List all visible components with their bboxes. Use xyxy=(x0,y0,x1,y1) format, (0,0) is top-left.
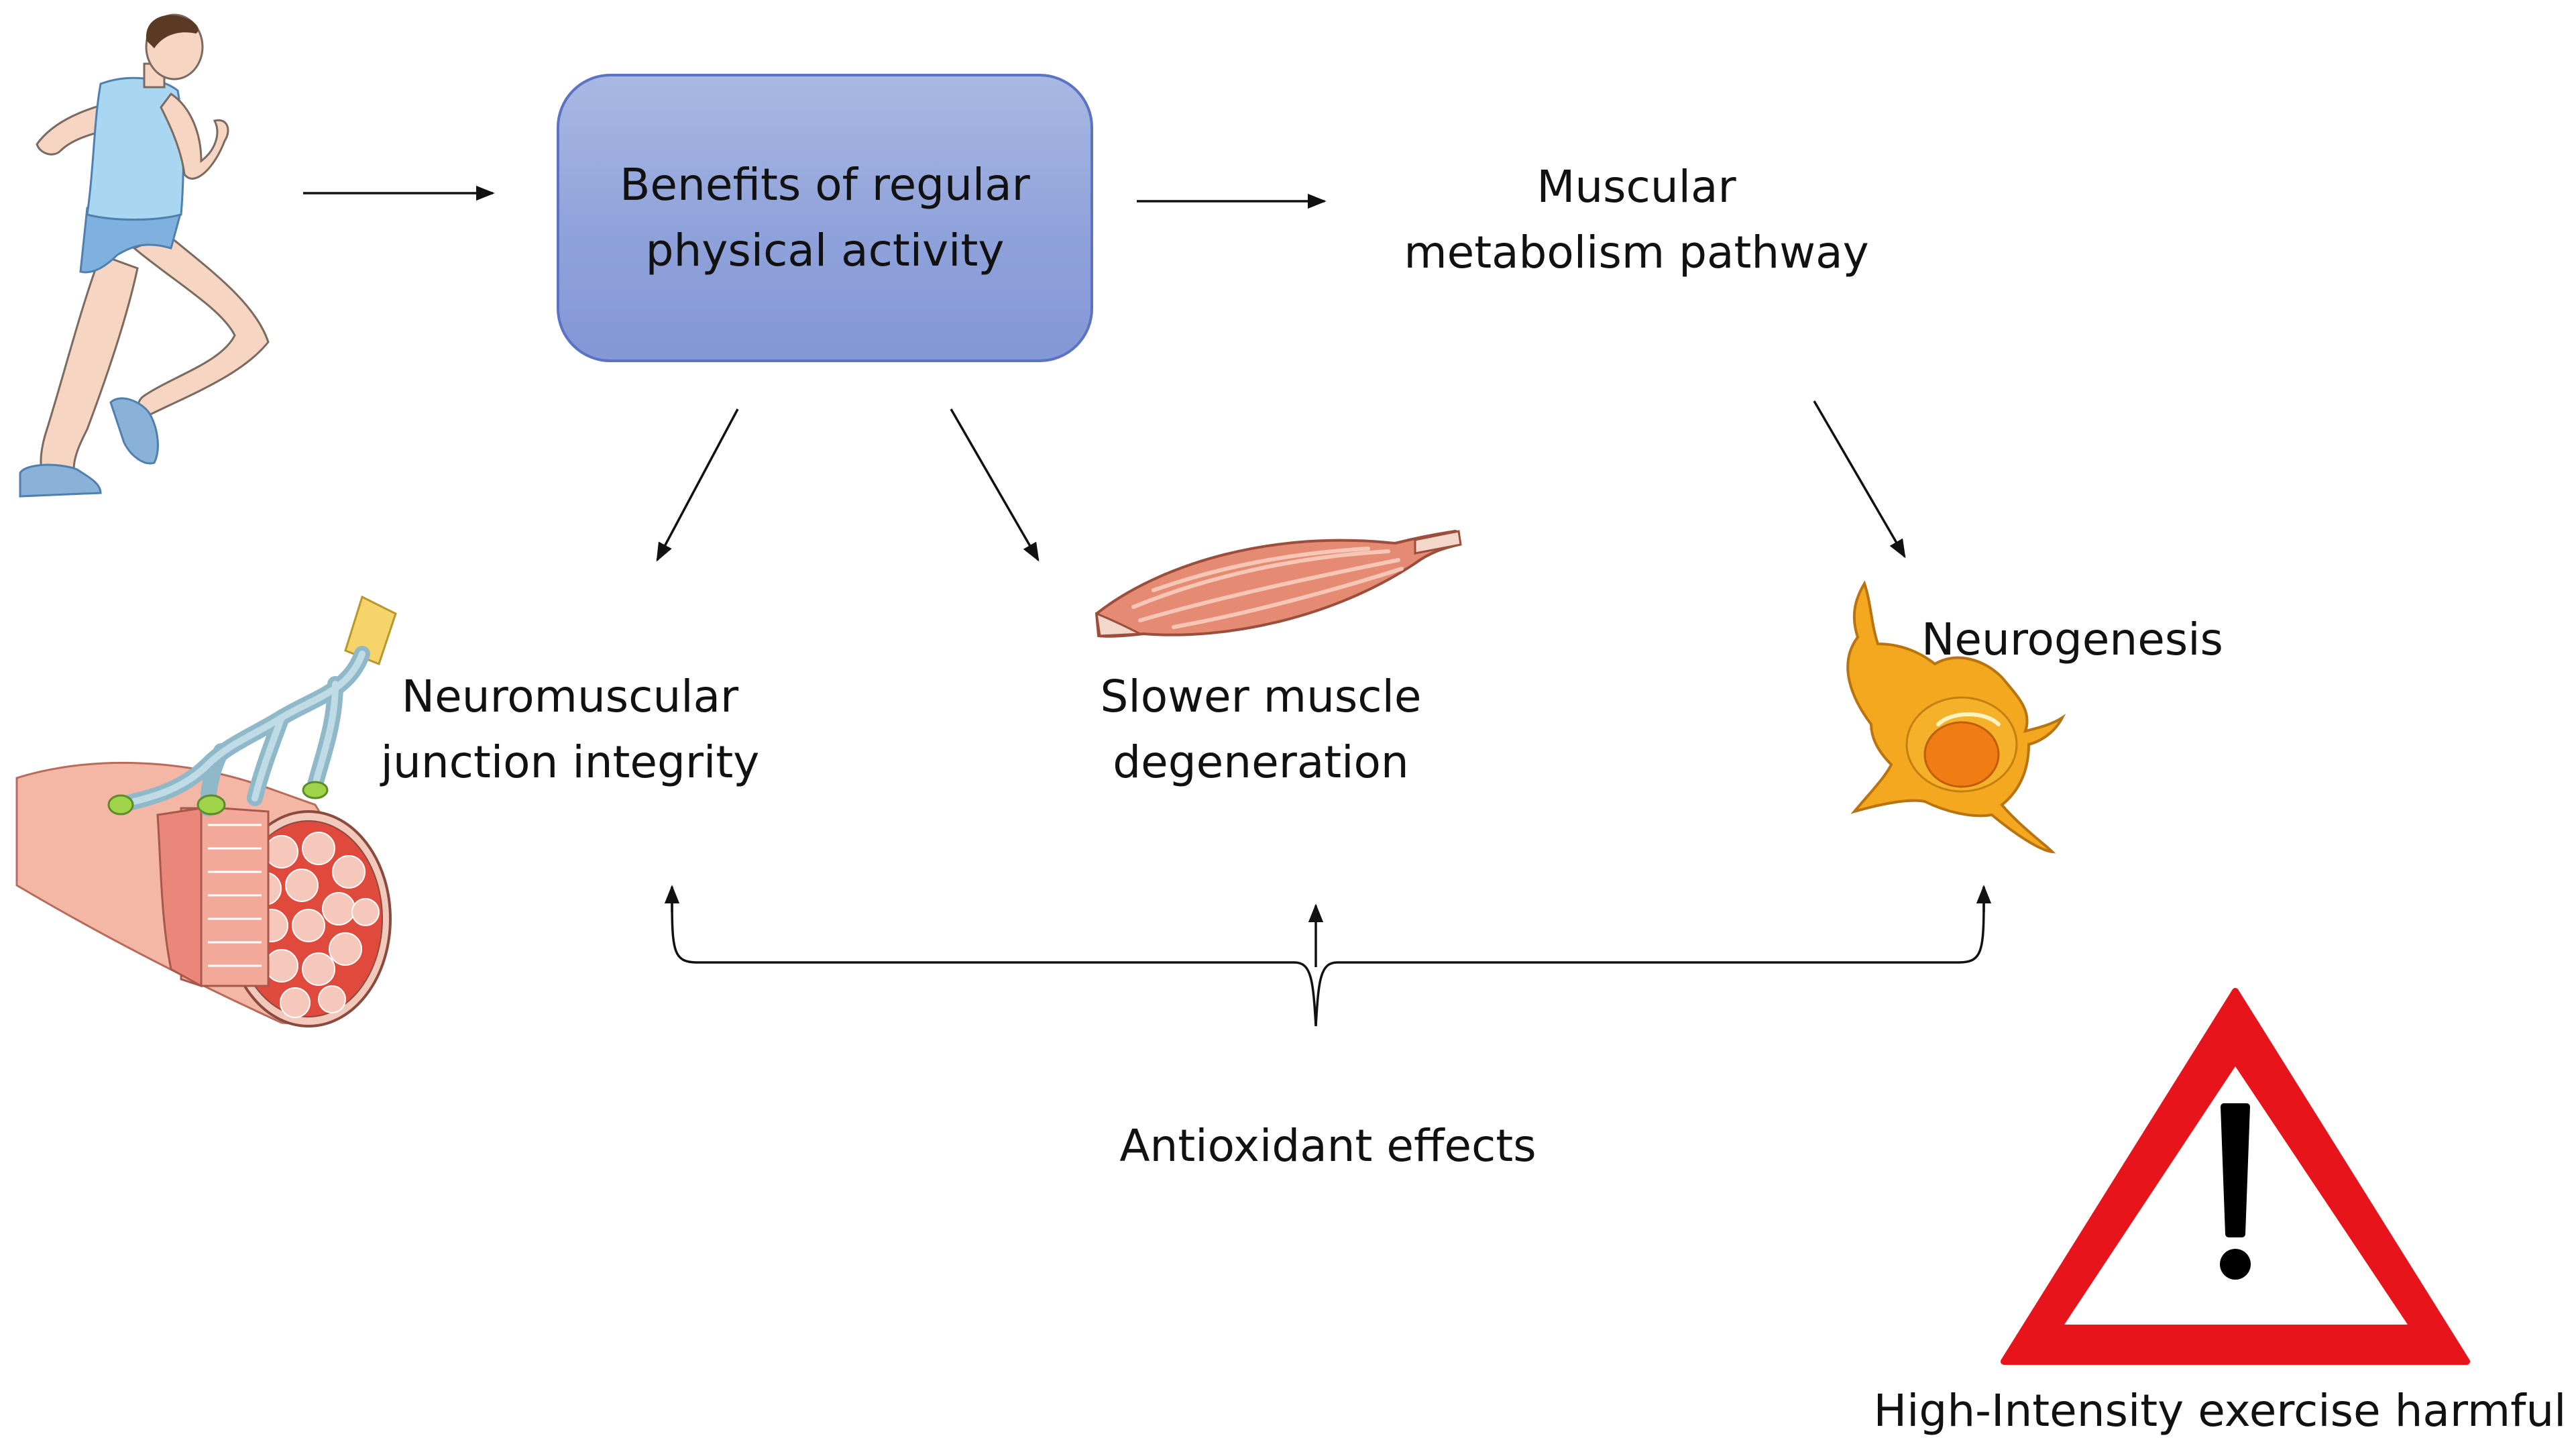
muscle-fiber-icon xyxy=(15,595,397,1027)
warning-label: High-Intensity exercise harmful xyxy=(1873,1385,2567,1437)
neuromuscular-line2: junction integrity xyxy=(380,736,760,788)
neuron-icon xyxy=(1846,580,2066,854)
muscle-icon xyxy=(1095,529,1462,638)
neurogenesis-label: Neurogenesis xyxy=(1921,614,2223,665)
muscle-degeneration-line2: degeneration xyxy=(1113,736,1409,788)
muscular-pathway-line1: Muscular xyxy=(1536,161,1736,213)
benefits-box-line1: Benefits of regular xyxy=(620,159,1030,211)
neuromuscular-label: Neuromuscular junction integrity xyxy=(335,664,805,795)
antioxidant-brace xyxy=(671,899,1985,1027)
benefits-box: Benefits of regular physical activity xyxy=(557,74,1093,362)
antioxidant-label: Antioxidant effects xyxy=(1119,1120,1536,1172)
arrow-box-to-muscle-degeneration xyxy=(950,408,1040,562)
neuromuscular-line1: Neuromuscular xyxy=(401,671,739,722)
runner-icon xyxy=(19,13,270,498)
muscle-degeneration-label: Slower muscle degeneration xyxy=(1026,664,1496,795)
muscular-pathway-line2: metabolism pathway xyxy=(1404,227,1869,278)
warning-icon xyxy=(2001,988,2470,1365)
arrow-box-to-neuromuscular xyxy=(656,408,739,562)
muscular-pathway-label: Muscular metabolism pathway xyxy=(1368,154,1905,286)
benefits-box-line2: physical activity xyxy=(645,225,1005,276)
arrow-pathway-to-neurogenesis xyxy=(1813,400,1906,559)
muscle-degeneration-line1: Slower muscle xyxy=(1100,671,1422,722)
